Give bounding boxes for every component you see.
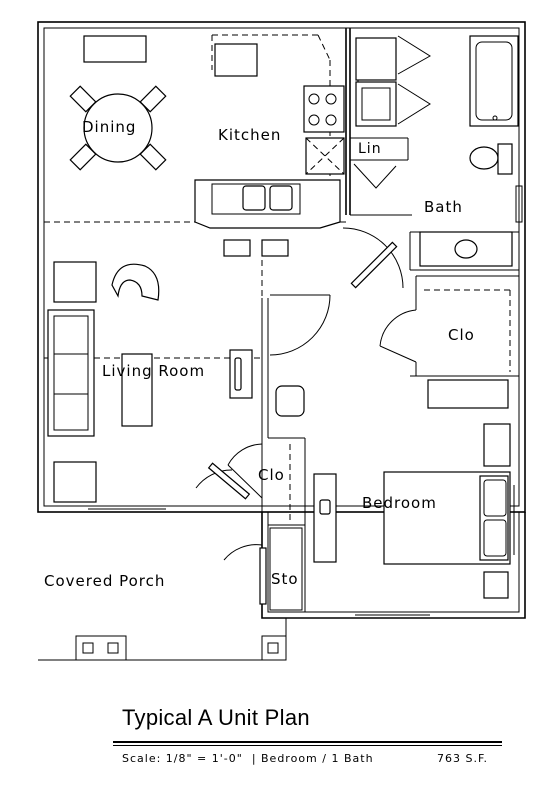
- plan-title: Typical A Unit Plan: [122, 705, 310, 730]
- title-rule-thick: [113, 741, 502, 743]
- doors: [195, 227, 417, 605]
- scale-note: Scale: 1/8" = 1'-0" | Bedroom / 1 Bath: [122, 752, 374, 765]
- laundry-fixtures: [353, 35, 431, 189]
- room-label-closet-bedroom: Clo: [448, 326, 475, 344]
- room-label-living-room: Living Room: [102, 362, 205, 380]
- room-label-storage: Sto: [271, 570, 299, 588]
- room-label-dining: Dining: [82, 118, 136, 136]
- dining-table: [69, 85, 167, 171]
- interior-walls: [261, 28, 519, 612]
- room-label-closet-hall: Clo: [258, 466, 285, 484]
- title-rule-thin: [113, 745, 502, 746]
- area-note: 763 S.F.: [437, 752, 489, 765]
- porch-elements: [38, 527, 303, 661]
- room-label-bath: Bath: [424, 198, 463, 216]
- kitchen-fixtures: [194, 43, 345, 257]
- room-label-bedroom: Bedroom: [362, 494, 437, 512]
- dining-sideboard: [83, 35, 147, 63]
- exterior-walls: [37, 21, 526, 619]
- windows: [88, 508, 430, 616]
- bath-fixtures: [419, 35, 523, 267]
- room-label-kitchen: Kitchen: [218, 126, 281, 144]
- dashed-lines: [44, 34, 511, 522]
- floor-plan: Dining Kitchen Lin Bath Living Room Clo …: [37, 21, 526, 661]
- room-label-covered-porch: Covered Porch: [44, 572, 165, 590]
- bedroom-furniture: [313, 379, 515, 599]
- room-label-linen: Lin: [358, 141, 382, 157]
- living-furniture: [47, 261, 305, 503]
